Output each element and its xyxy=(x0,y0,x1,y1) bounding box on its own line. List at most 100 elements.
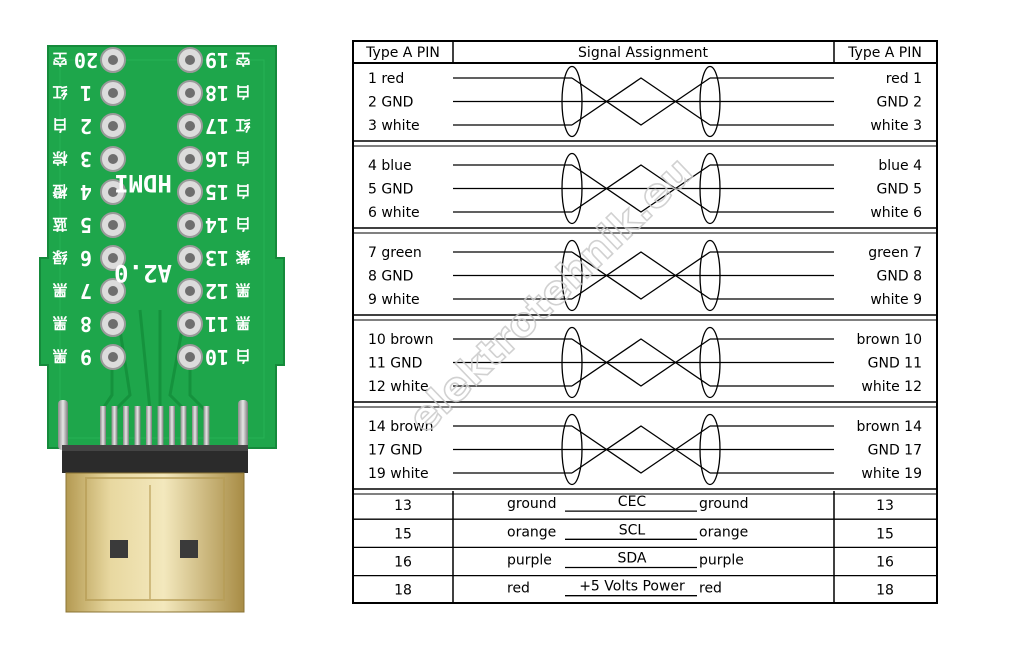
pin-label-left: 17 GND xyxy=(368,443,422,459)
signal-pin-right: 15 xyxy=(876,526,894,542)
left-color-label: 黑 xyxy=(52,347,67,365)
pin-label-left: 4 blue xyxy=(368,158,412,174)
left-color-label: 空 xyxy=(52,50,67,68)
comb-pin xyxy=(100,406,106,448)
right-color-label: 黑 xyxy=(235,314,250,332)
hdmi-plug xyxy=(65,472,245,613)
signal-name: +5 Volts Power xyxy=(579,579,685,595)
right-color-label: 红 xyxy=(235,116,250,134)
comb-pin xyxy=(111,406,118,448)
plug-latch-right xyxy=(180,540,198,558)
pin-label-left: 5 GND xyxy=(368,182,413,198)
left-color-label: 绿 xyxy=(52,248,68,266)
pin-label-right: GND 11 xyxy=(868,356,922,372)
signal-color-left: orange xyxy=(507,524,556,540)
right-pin-number: 19 xyxy=(205,48,229,72)
pin-label-right: GND 8 xyxy=(877,269,922,285)
pin-label-left: 10 brown xyxy=(368,332,434,348)
left-color-label: 蓝 xyxy=(52,215,67,233)
pin-label-left: 3 white xyxy=(368,118,420,134)
pin-label-right: GND 2 xyxy=(877,95,922,111)
pin-label-left: 7 green xyxy=(368,245,422,261)
plug-latch-left xyxy=(110,540,128,558)
left-pin-number: 4 xyxy=(80,180,92,204)
pin-label-right: brown 14 xyxy=(857,419,923,435)
right-color-label: 白 xyxy=(235,83,250,101)
signal-pin-left: 13 xyxy=(394,498,412,514)
left-pin-number: 9 xyxy=(80,345,92,369)
left-pin-number: 7 xyxy=(80,279,92,303)
left-color-label: 橙 xyxy=(52,182,68,200)
left-color-label: 白 xyxy=(52,116,67,134)
left-pin-number: 2 xyxy=(80,114,92,138)
pin-label-left: 19 white xyxy=(368,466,429,482)
pair-group: 14 brown 17 GND 19 white brown 14 GND 17 whit… xyxy=(353,413,937,495)
left-color-label: 棕 xyxy=(52,149,67,167)
header-signal-assignment: Signal Assignment xyxy=(578,45,708,61)
pin-label-right: white 19 xyxy=(861,466,922,482)
signal-color-right: red xyxy=(699,581,722,597)
right-pin-number: 15 xyxy=(205,180,229,204)
left-color-label: 黑 xyxy=(52,281,67,299)
signal-name: CEC xyxy=(618,494,647,510)
left-color-label: 黑 xyxy=(52,314,67,332)
signal-color-right: purple xyxy=(699,553,744,569)
left-pin-holes xyxy=(100,47,126,370)
pin-label-right: white 12 xyxy=(861,379,922,395)
pin-label-left: 11 GND xyxy=(368,356,422,372)
comb-pin xyxy=(192,406,198,448)
pin-label-right: blue 4 xyxy=(878,158,922,174)
left-color-label: 红 xyxy=(52,83,67,101)
right-pin-number: 12 xyxy=(205,279,229,303)
connector-pins xyxy=(100,406,210,448)
signal-pin-right: 16 xyxy=(876,555,894,571)
comb-pin xyxy=(134,406,141,448)
pin-label-left: 2 GND xyxy=(368,95,413,111)
signal-pin-right: 18 xyxy=(876,583,894,599)
pin-label-right: red 1 xyxy=(886,71,922,87)
comb-pin xyxy=(180,406,187,448)
signal-pin-left: 18 xyxy=(394,583,412,599)
signal-pin-right: 13 xyxy=(876,498,894,514)
pin-label-right: GND 17 xyxy=(868,443,922,459)
signal-name: SDA xyxy=(618,551,647,567)
signal-name: SCL xyxy=(619,522,646,538)
pin-label-right: GND 5 xyxy=(877,182,922,198)
pin-label-left: 14 brown xyxy=(368,419,434,435)
right-color-label: 白 xyxy=(235,149,250,167)
pin-label-right: green 7 xyxy=(868,245,922,261)
right-color-label: 白 xyxy=(235,215,250,233)
right-color-label: 空 xyxy=(235,50,250,68)
right-color-label: 黑 xyxy=(235,281,250,299)
right-pin-number: 18 xyxy=(205,81,229,105)
signal-color-left: ground xyxy=(507,496,557,512)
pinout-diagram: Type A PIN Signal Assignment Type A PIN … xyxy=(352,40,938,604)
right-pin-number: 11 xyxy=(205,312,229,336)
left-pin-number: 5 xyxy=(80,213,92,237)
pin-label-right: brown 10 xyxy=(857,332,923,348)
left-pin-number: 20 xyxy=(74,48,98,72)
signal-pin-left: 15 xyxy=(394,526,412,542)
pin-label-right: white 9 xyxy=(870,292,922,308)
pin-label-right: white 3 xyxy=(870,118,922,134)
board-label-version: A2.0 xyxy=(114,259,172,287)
comb-pin xyxy=(146,406,152,448)
signal-color-right: ground xyxy=(699,496,749,512)
right-color-label: 紫 xyxy=(235,248,250,266)
signal-color-left: purple xyxy=(507,553,552,569)
signal-row: 13 ground CEC ground 13 xyxy=(394,494,894,514)
pin-label-left: 9 white xyxy=(368,292,420,308)
left-pin-number: 6 xyxy=(80,246,92,270)
right-pin-number: 10 xyxy=(205,345,229,369)
